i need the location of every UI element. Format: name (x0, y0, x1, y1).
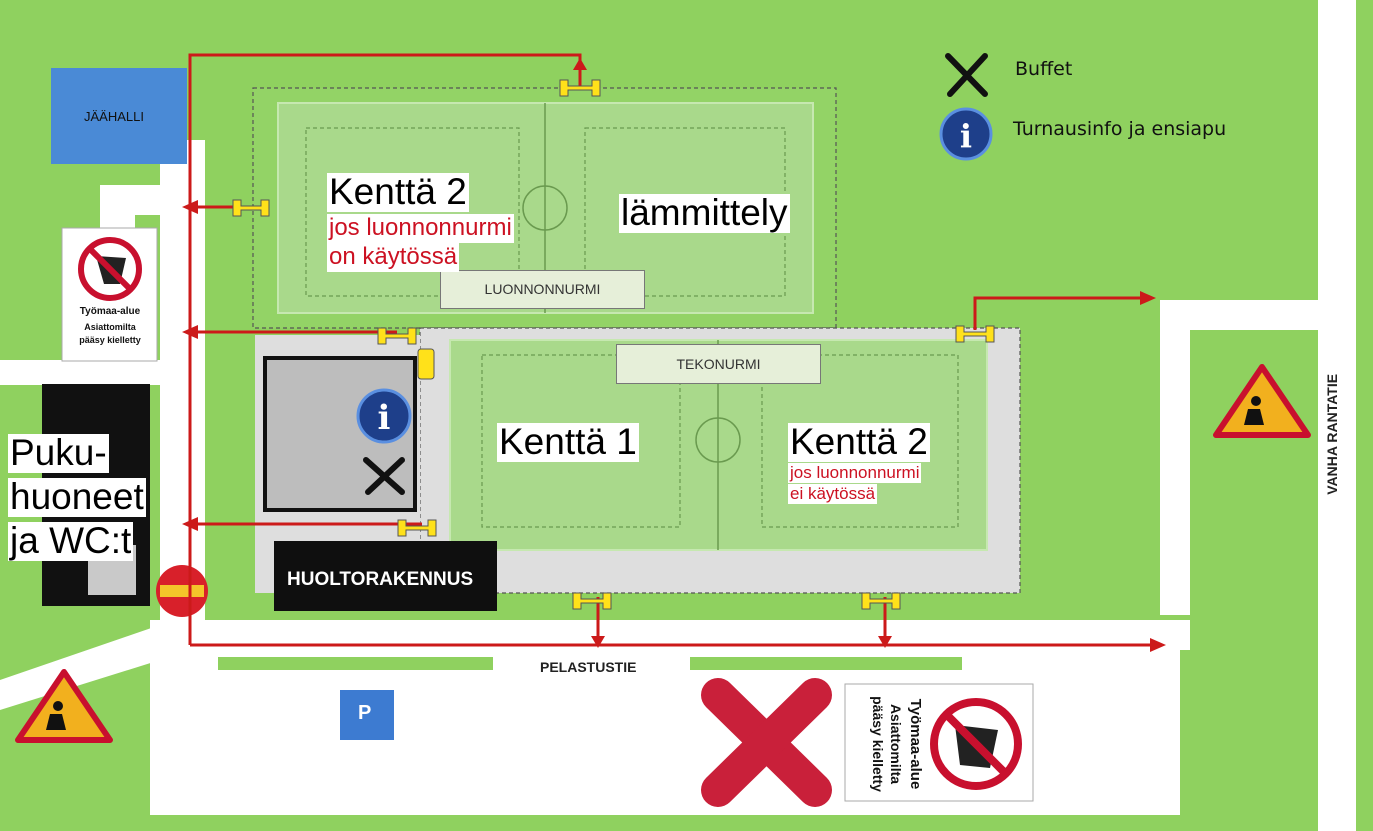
info-icon (356, 388, 412, 444)
warmup-label: lämmittely (619, 192, 790, 233)
svg-text:i: i (378, 398, 391, 438)
work-sign-bottom-line2: Asiattomilta (888, 703, 904, 785)
ice-hall-label: JÄÄHALLI (84, 109, 144, 124)
locker-label-line1: Puku- (8, 432, 109, 473)
roadwork-warning-icon (1213, 364, 1311, 438)
natural-grass-label: LUONNONNURMI (440, 270, 645, 309)
legend-info: Turnausinfo ja ensiapu (1013, 118, 1227, 140)
ice-hall (51, 68, 187, 164)
east-path (1160, 300, 1318, 615)
maintenance-building (274, 541, 497, 611)
gates (232, 79, 995, 610)
artificial-grass-label: TEKONURMI (616, 344, 821, 384)
locker-label-line2: huoneet (8, 476, 146, 517)
work-sign-left-line2: Asiattomilta (84, 322, 136, 332)
vanha-rantatie-label: VANHA RANTATIE (1324, 373, 1341, 495)
field2-bottom-label: Kenttä 2 (788, 421, 930, 462)
info-icon (939, 107, 993, 161)
no-entry-hand-icon (78, 237, 142, 301)
work-sign-bottom-line1: Työmaa-alue (907, 698, 924, 790)
field2-bottom-note-line2: ei käytössä (788, 484, 878, 505)
route-arrows (188, 53, 1160, 647)
west-road (160, 140, 205, 630)
vanha-rantatie-road (1318, 0, 1356, 831)
work-sign-left-line1: Työmaa-alue (79, 306, 141, 317)
fork-knife-icon (945, 53, 988, 97)
field2-bottom-note-line1: jos luonnonnurmi (788, 463, 922, 484)
fork-knife-icon (363, 457, 405, 495)
parking-sign (340, 690, 394, 740)
work-sign-left-line3: pääsy kielletty (79, 335, 141, 345)
legend-buffet: Buffet (1015, 58, 1073, 80)
no-entry-icon (156, 565, 208, 617)
svg-text:i: i (960, 117, 972, 155)
no-entry-hand-icon (930, 698, 1022, 790)
rescue-road-label: PELASTUSTIE (540, 659, 637, 675)
field2-top-note-line2: on käytössä (327, 243, 460, 272)
locker-label-line3: ja WC:t (8, 520, 134, 561)
maintenance-building-label: HUOLTORAKENNUS (287, 569, 474, 590)
work-sign-bottom-line3: pääsy kielletty (870, 696, 886, 792)
parking-label: P (358, 702, 372, 724)
field1-label: Kenttä 1 (497, 421, 639, 462)
field2-top-label: Kenttä 2 (327, 171, 469, 212)
field2-top-note-line1: jos luonnonnurmi (327, 214, 514, 243)
closed-area-x-icon (701, 678, 832, 807)
roadwork-warning-icon (15, 669, 113, 743)
